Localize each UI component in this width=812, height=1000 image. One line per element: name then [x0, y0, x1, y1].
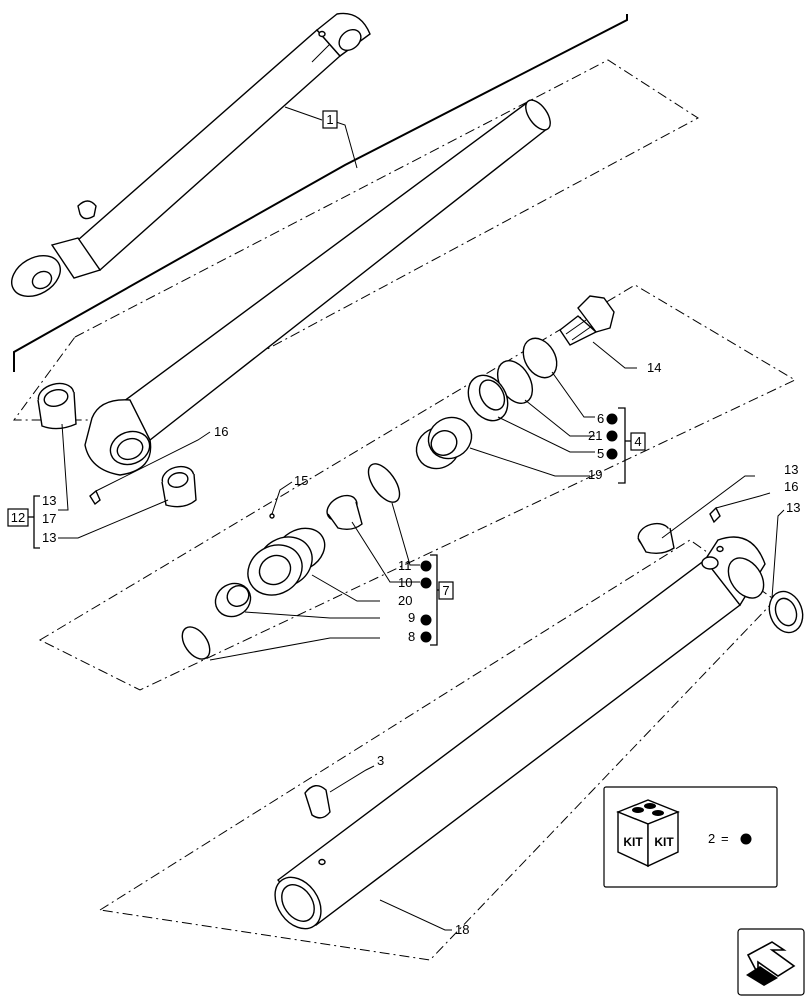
callout-1: 1: [326, 112, 333, 127]
callout-19: 19: [588, 467, 602, 482]
rod-group-boundary: [13, 59, 699, 421]
callout-16-tube: 16: [784, 479, 798, 494]
svg-text:KIT: KIT: [654, 835, 674, 849]
svg-text:KIT: KIT: [623, 835, 643, 849]
kit-legend: KIT KIT 2 =: [603, 786, 778, 888]
grease-nipple-16: [709, 506, 721, 524]
callout-6: 6: [597, 411, 604, 426]
callout-10: 10: [398, 575, 412, 590]
callout-18: 18: [455, 922, 469, 937]
callout-14: 14: [647, 360, 661, 375]
callout-21: 21: [588, 428, 602, 443]
ring-6: [522, 337, 558, 379]
bracket-group-7: [430, 554, 440, 646]
spacer-10: [326, 494, 363, 531]
cylinder-tube: [274, 536, 766, 930]
kit-legend-bullet: [740, 833, 752, 845]
bracket-group-4: [618, 407, 632, 484]
callout-12: 12: [11, 510, 25, 525]
callout-16-rod: 16: [214, 424, 228, 439]
seal-5: [467, 374, 509, 422]
callout-20: 20: [398, 593, 412, 608]
wear-ring-9: [214, 582, 252, 618]
backup-ring-8: [181, 626, 211, 660]
bullets: [420, 413, 618, 643]
kit-legend-equals: =: [721, 831, 729, 846]
callout-5: 5: [597, 446, 604, 461]
callout-17: 17: [42, 511, 56, 526]
callout-13-rod-upper: 13: [42, 493, 56, 508]
bracket-group-12: [28, 495, 40, 549]
tube-bushing-right: [768, 590, 804, 634]
callout-15: 15: [294, 473, 308, 488]
guide-19: [415, 416, 473, 470]
leader-lines: [58, 341, 785, 931]
rod-bushing-lower: [161, 465, 197, 508]
o-ring-11: [367, 463, 401, 503]
rod-bushing-upper: [37, 382, 77, 430]
piston-20: [247, 513, 326, 596]
seal-group-boundary: [38, 284, 797, 691]
callout-13-rod-lower: 13: [42, 530, 56, 545]
callout-13-tube-right: 13: [786, 500, 800, 515]
assembled-cylinder: [11, 12, 628, 372]
callout-7: 7: [442, 583, 449, 598]
next-page-arrow-icon[interactable]: [737, 928, 805, 996]
bolt: [559, 295, 615, 346]
kit-legend-number: 2: [708, 831, 715, 846]
callout-11: 11: [398, 558, 412, 573]
callout-3: 3: [377, 753, 384, 768]
tube-bushing-left: [637, 522, 675, 555]
piston-rod: [84, 99, 551, 506]
callout-13-tube-upper: 13: [784, 462, 798, 477]
kit-box-icon: KIT KIT: [616, 799, 680, 868]
callout-9: 9: [408, 610, 415, 625]
callout-4: 4: [634, 434, 641, 449]
callout-8: 8: [408, 629, 415, 644]
